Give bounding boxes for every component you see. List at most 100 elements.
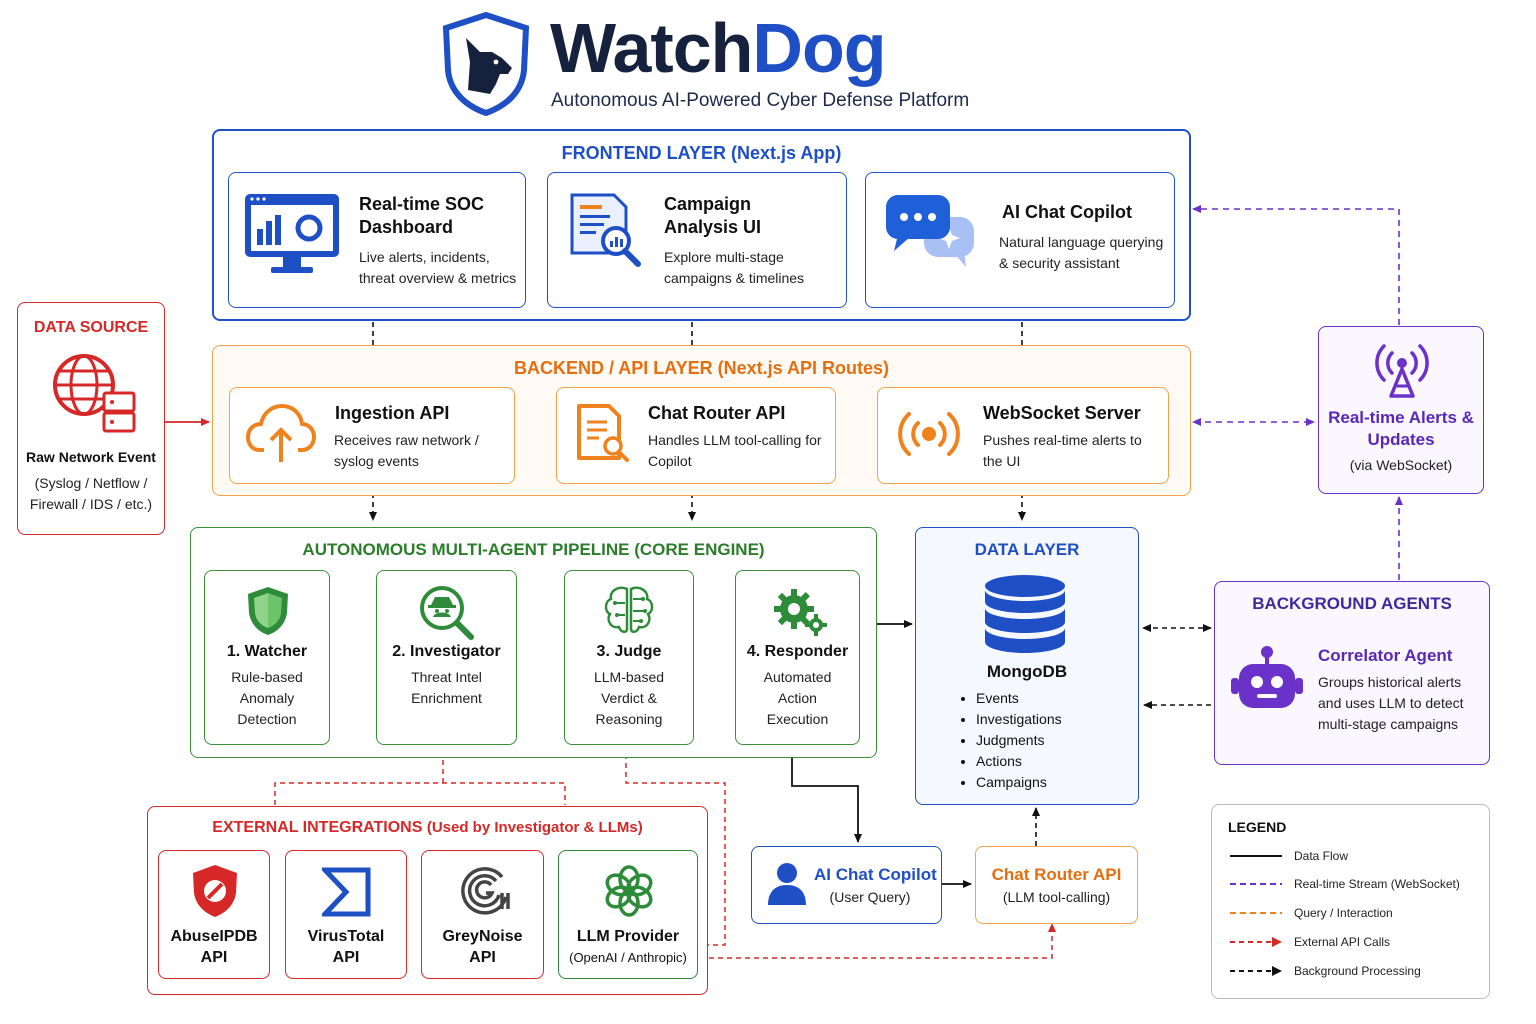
agent-judge[interactable]: 3. Judge LLM-based Verdict & Reasoning bbox=[564, 570, 694, 745]
legend-swatch bbox=[1230, 855, 1282, 857]
integration-greynoise-name: GreyNoise bbox=[442, 928, 523, 945]
card-chat-router-api-desc: Handles LLM tool-calling for Copilot bbox=[648, 432, 822, 469]
legend-title: LEGEND bbox=[1228, 819, 1287, 835]
brain-circuit-icon bbox=[601, 583, 657, 642]
card-ingestion-api[interactable]: Ingestion API Receives raw network / sys… bbox=[229, 387, 515, 484]
chat-bubbles-icon bbox=[884, 191, 980, 276]
integration-virustotal[interactable]: VirusTotal API bbox=[285, 850, 407, 979]
integration-abuseipdb[interactable]: AbuseIPDB API bbox=[158, 850, 270, 979]
legend-swatch bbox=[1230, 883, 1282, 885]
collection-item: Campaigns bbox=[976, 772, 1062, 793]
robot-icon bbox=[1229, 644, 1305, 719]
document-search-icon bbox=[575, 402, 635, 471]
external-integrations-subtitle: (Used by Investigator & LLMs) bbox=[426, 819, 643, 836]
integration-greynoise-sub: API bbox=[469, 949, 496, 966]
card-soc-dashboard[interactable]: Real-time SOC Dashboard Live alerts, inc… bbox=[228, 172, 526, 308]
data-layer-title: DATA LAYER bbox=[974, 540, 1080, 559]
card-soc-dashboard-desc: Live alerts, incidents, threat overview … bbox=[359, 249, 517, 286]
data-source-label: Raw Network Event bbox=[26, 449, 156, 465]
monitor-dashboard-icon bbox=[243, 191, 341, 282]
frontend-layer-title: FRONTEND LAYER (Next.js App) bbox=[561, 143, 842, 163]
chat-router-llm-title: Chat Router API bbox=[991, 865, 1122, 884]
external-integrations-heading: EXTERNAL INTEGRATIONS (Used by Investiga… bbox=[148, 819, 707, 837]
correlator-agent-desc: Groups historical alerts and uses LLM to… bbox=[1318, 674, 1464, 732]
card-campaign-analysis-desc: Explore multi-stage campaigns & timeline… bbox=[664, 249, 805, 286]
agent-responder-desc: Automated Action Execution bbox=[763, 669, 832, 727]
legend-label: Query / Interaction bbox=[1294, 906, 1393, 920]
agent-judge-title: 3. Judge bbox=[596, 643, 662, 660]
chat-router-llm[interactable]: Chat Router API (LLM tool-calling) bbox=[975, 846, 1138, 924]
document-search-icon bbox=[568, 191, 648, 276]
greynoise-icon bbox=[458, 863, 514, 924]
card-ai-chat-copilot[interactable]: AI Chat Copilot Natural language queryin… bbox=[865, 172, 1175, 308]
agent-investigator-title: 2. Investigator bbox=[392, 643, 501, 660]
card-chat-router-api-title: Chat Router API bbox=[648, 403, 786, 423]
background-agents: BACKGROUND AGENTS Correlator Agent Group… bbox=[1214, 581, 1490, 765]
background-agents-title: BACKGROUND AGENTS bbox=[1252, 594, 1452, 613]
agent-investigator[interactable]: 2. Investigator Threat Intel Enrichment bbox=[376, 570, 517, 745]
antenna-icon bbox=[1373, 341, 1431, 404]
legend-label: External API Calls bbox=[1294, 935, 1391, 949]
mongodb-label: MongoDB bbox=[986, 662, 1068, 681]
card-websocket-server-desc: Pushes real-time alerts to the UI bbox=[983, 432, 1142, 469]
virustotal-icon bbox=[319, 867, 372, 922]
integration-virustotal-sub: API bbox=[332, 949, 360, 966]
external-integrations-title: EXTERNAL INTEGRATIONS bbox=[212, 819, 423, 836]
card-soc-dashboard-title: Real-time SOC Dashboard bbox=[359, 194, 485, 237]
legend-row: External API Calls bbox=[1228, 931, 1478, 953]
data-source-desc: (Syslog / Netflow / Firewall / IDS / etc… bbox=[29, 475, 153, 512]
card-chat-router-api[interactable]: Chat Router API Handles LLM tool-calling… bbox=[556, 387, 836, 484]
card-ingestion-api-title: Ingestion API bbox=[335, 403, 450, 423]
agent-responder[interactable]: 4. Responder Automated Action Execution bbox=[735, 570, 860, 745]
agent-responder-title: 4. Responder bbox=[746, 643, 849, 660]
realtime-alerts-title: Real-time Alerts & Updates bbox=[1328, 408, 1474, 449]
agent-watcher-title: 1. Watcher bbox=[226, 643, 308, 660]
logo-shield-icon bbox=[440, 11, 532, 117]
legend-row: Background Processing bbox=[1228, 960, 1478, 982]
integration-abuseipdb-name: AbuseIPDB bbox=[170, 928, 258, 945]
card-websocket-server-title: WebSocket Server bbox=[983, 403, 1141, 423]
card-campaign-analysis-title: Campaign Analysis UI bbox=[664, 194, 762, 237]
cloud-upload-icon bbox=[246, 400, 316, 471]
collection-item: Judgments bbox=[976, 730, 1062, 751]
integration-llm-provider[interactable]: LLM Provider (OpenAI / Anthropic) bbox=[558, 850, 698, 979]
copilot-user-query-title: AI Chat Copilot bbox=[814, 865, 937, 884]
integration-llm-provider-sub: (OpenAI / Anthropic) bbox=[569, 950, 687, 965]
copilot-user-query[interactable]: AI Chat Copilot (User Query) bbox=[751, 846, 942, 924]
collection-item: Actions bbox=[976, 751, 1062, 772]
brand-title-part1: Watch bbox=[550, 9, 753, 87]
user-icon bbox=[766, 861, 808, 912]
data-source-box: DATA SOURCE Raw Network Event (Syslog / … bbox=[17, 302, 165, 535]
spy-magnifier-icon bbox=[417, 583, 477, 646]
legend-label: Background Processing bbox=[1294, 964, 1421, 978]
card-ingestion-api-desc: Receives raw network / syslog events bbox=[334, 432, 479, 469]
collection-item: Investigations bbox=[976, 709, 1062, 730]
legend: LEGEND Data Flow Real-time Stream (WebSo… bbox=[1211, 804, 1490, 999]
globe-network-icon bbox=[50, 351, 140, 442]
integration-greynoise[interactable]: GreyNoise API bbox=[421, 850, 544, 979]
brand-subtitle: Autonomous AI-Powered Cyber Defense Plat… bbox=[551, 90, 970, 111]
legend-swatch bbox=[1230, 966, 1282, 976]
agent-watcher[interactable]: 1. Watcher Rule-based Anomaly Detection bbox=[204, 570, 330, 745]
agent-judge-desc: LLM-based Verdict & Reasoning bbox=[593, 669, 665, 727]
data-source-title: DATA SOURCE bbox=[33, 319, 149, 336]
legend-row: Data Flow bbox=[1228, 845, 1478, 867]
brand-title-part2: Dog bbox=[752, 9, 886, 87]
card-campaign-analysis[interactable]: Campaign Analysis UI Explore multi-stage… bbox=[547, 172, 847, 308]
realtime-alerts-box: Real-time Alerts & Updates (via WebSocke… bbox=[1318, 326, 1484, 494]
legend-label: Real-time Stream (WebSocket) bbox=[1294, 877, 1460, 891]
agent-watcher-desc: Rule-based Anomaly Detection bbox=[231, 669, 303, 727]
integration-llm-provider-name: LLM Provider bbox=[576, 928, 680, 945]
collection-list: Events Investigations Judgments Actions … bbox=[958, 688, 1062, 793]
broadcast-icon bbox=[898, 404, 960, 469]
integration-virustotal-name: VirusTotal bbox=[307, 928, 385, 945]
chat-router-llm-desc: (LLM tool-calling) bbox=[1002, 889, 1111, 905]
pipeline-layer-title: AUTONOMOUS MULTI-AGENT PIPELINE (CORE EN… bbox=[302, 540, 765, 559]
legend-row: Real-time Stream (WebSocket) bbox=[1228, 873, 1478, 895]
card-ai-chat-copilot-title: AI Chat Copilot bbox=[1002, 202, 1132, 222]
gears-icon bbox=[772, 585, 828, 642]
realtime-alerts-desc: (via WebSocket) bbox=[1349, 457, 1453, 473]
integration-abuseipdb-sub: API bbox=[200, 949, 228, 966]
card-websocket-server[interactable]: WebSocket Server Pushes real-time alerts… bbox=[877, 387, 1169, 484]
legend-label: Data Flow bbox=[1294, 849, 1349, 863]
